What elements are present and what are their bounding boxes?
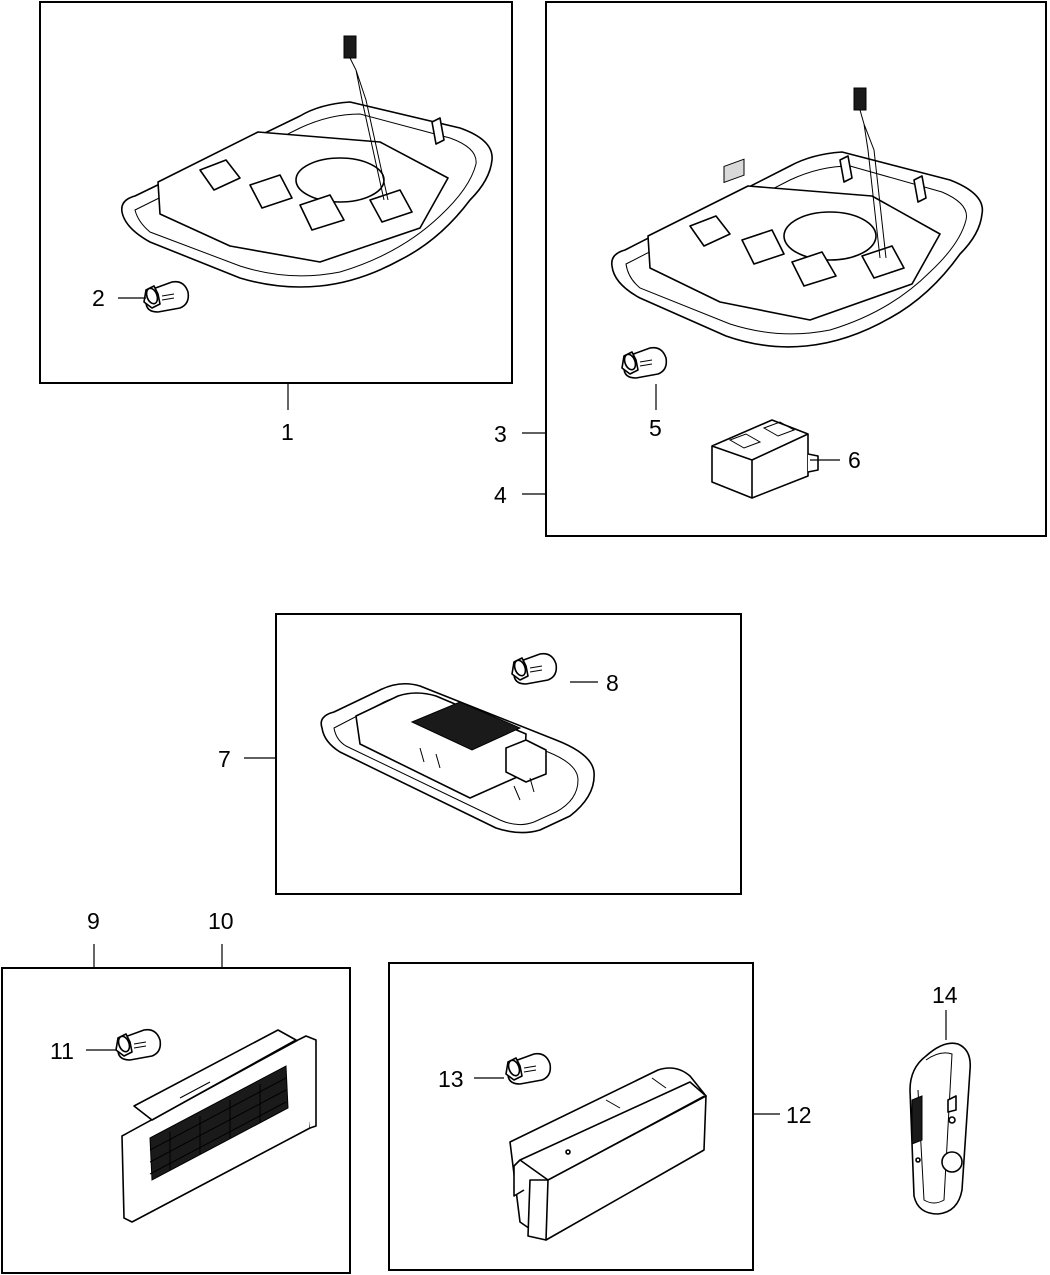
glovebox-lamp-icon [509,1067,707,1241]
callout-11: 11 [50,1038,74,1064]
group-box-3-4 [545,1,1047,537]
callout-12: 12 [786,1102,812,1128]
callout-8: 8 [606,670,619,696]
bulb-icon [143,280,190,313]
callout-3: 3 [494,421,507,447]
callout-14: 14 [932,982,958,1008]
callout-1: 1 [281,419,294,445]
dome-lamp-icon [320,682,595,834]
callout-10: 10 [208,908,234,934]
bulb-icon [511,652,558,685]
overhead-console-icon [120,35,493,288]
bulb-icon [621,346,668,379]
group-box-12 [388,962,754,1271]
group-box-1 [39,1,513,384]
cargo-lamp-icon [121,1029,317,1223]
callout-7: 7 [218,746,231,772]
group-box-9-10 [1,967,351,1274]
callout-4: 4 [494,482,507,508]
callout-13: 13 [438,1066,464,1092]
callout-2: 2 [92,285,105,311]
bulb-icon [505,1052,552,1085]
key-fob-icon [909,1042,972,1215]
group-box-7 [275,613,742,895]
callout-9: 9 [87,908,100,934]
switch-module-icon [711,158,819,499]
callout-6: 6 [848,447,861,473]
bulb-icon [115,1028,162,1061]
overhead-console-icon [610,87,984,348]
callout-5: 5 [649,415,662,441]
